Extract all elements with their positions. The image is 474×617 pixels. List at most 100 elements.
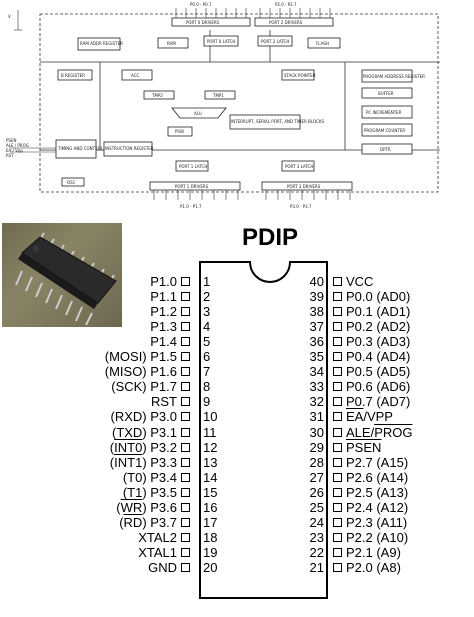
right-pin-number: 31: [309, 409, 324, 425]
right-pin-number: 39: [309, 289, 324, 305]
pin-box: [181, 322, 190, 332]
left-pin-number: 2: [203, 289, 211, 305]
right-pin-label: P2.4 (A12): [346, 499, 409, 515]
left-pin-label: (T0) P3.4: [122, 469, 177, 485]
right-pin-number: 28: [309, 454, 324, 470]
left-pin-number: 13: [203, 454, 218, 470]
alu-block: [171, 107, 227, 119]
right-pin-number: 26: [309, 484, 324, 500]
left-pin-row: (MOSI) P1.5 6: [0, 349, 474, 364]
port2-drivers-label: PORT 2 DRIVERS: [269, 20, 303, 25]
left-pin-label: P1.2: [150, 304, 177, 320]
b-register-block: [57, 69, 93, 81]
right-pin-label: P2.5 (A13): [346, 484, 409, 500]
pin-box: [181, 517, 190, 527]
left-pin-label: XTAL2: [138, 529, 177, 545]
pin-box: [181, 277, 190, 286]
top-left-bus-label: P0.0 - P0.7: [190, 2, 212, 7]
acc-label: ACC: [131, 73, 139, 78]
left-pin-label: (TXD) P3.1: [111, 424, 177, 440]
signal-ale-label: ALE / PROG: [6, 143, 29, 148]
left-pin-number: 19: [203, 544, 218, 560]
alu-label: ALU: [194, 111, 202, 116]
left-pin-number: 10: [203, 409, 218, 425]
pin-box: [333, 532, 342, 542]
stack-pointer-label: STACK POINTER: [284, 73, 316, 78]
left-pin-label: GND: [148, 559, 177, 575]
right-pin-label: P0.1 (AD1): [346, 304, 411, 320]
right-pin-number: 32: [309, 394, 324, 410]
left-pin-number: 6: [203, 349, 211, 365]
left-pin-label: P1.1: [150, 289, 177, 305]
right-pin-label: P0.4 (AD4): [346, 349, 411, 365]
pin-box: [333, 487, 342, 497]
bottom-right-bus-label: P3.0 - P3.7: [290, 204, 312, 209]
dptr-label: DPTR: [380, 147, 391, 152]
pin-box: [181, 487, 190, 497]
right-pin-number: 34: [309, 364, 324, 380]
right-pin-row: 33 P0.6 (AD6): [0, 379, 474, 394]
pin-box: [181, 382, 190, 392]
tmp2-label: TMP2: [151, 93, 163, 98]
pin-box: [333, 322, 342, 332]
right-pin-label: P0.6 (AD6): [346, 379, 411, 395]
left-pin-label: (MOSI) P1.5: [104, 349, 177, 365]
program-counter-label: PROGRAM COUNTER: [364, 128, 405, 133]
port0-latch-label: PORT 0 LATCH: [207, 39, 235, 44]
right-pin-number: 40: [309, 274, 324, 289]
right-pin-row: 25 P2.4 (A12): [0, 500, 474, 515]
right-pin-number: 33: [309, 379, 324, 395]
vcc-label: V: [8, 14, 11, 19]
interrupt-label: INTERRUPT, SERIAL PORT, AND TIMER BLOCKS: [231, 119, 324, 124]
port3-latch-block: [281, 160, 315, 172]
osc-block: [61, 177, 85, 187]
pin-box: [181, 457, 190, 467]
ram-addr-label: RAM ADDR REGISTER: [80, 41, 123, 46]
signal-rst-label: RST: [6, 153, 14, 158]
right-pin-row: 35 P0.4 (AD4): [0, 349, 474, 364]
flash-label: FLASH: [316, 41, 329, 46]
right-pin-number: 25: [309, 499, 324, 515]
pin-box: [181, 412, 190, 422]
right-pin-number: 22: [309, 544, 324, 560]
port2-latch-block: [257, 35, 293, 47]
ram-label: RAM: [167, 41, 176, 46]
pin-box: [181, 442, 190, 452]
left-pin-number: 16: [203, 499, 218, 515]
pin-box: [181, 502, 190, 512]
right-pin-label: ALE/PROG: [346, 424, 413, 440]
right-pin-label: PSEN: [346, 439, 382, 455]
right-pin-label: P0.3 (AD3): [346, 334, 411, 350]
left-pin-row: (TXD) P3.1 11: [0, 425, 474, 440]
port1-drivers-block: [149, 181, 241, 191]
right-pin-label: P2.6 (A14): [346, 469, 409, 485]
left-pin-number: 12: [203, 439, 218, 455]
left-pin-number: 11: [203, 424, 217, 440]
right-pin-label: P0.5 (AD5): [346, 364, 411, 380]
pin-box: [333, 412, 342, 422]
port3-drivers-label: PORT 3 DRIVERS: [287, 184, 321, 189]
right-pin-number: 35: [309, 349, 324, 365]
port1-latch-label: PORT 1 LATCH: [179, 164, 207, 169]
pin-box: [181, 532, 190, 542]
instruction-register-block: [103, 141, 153, 157]
left-pin-label: P1.4: [150, 334, 177, 350]
